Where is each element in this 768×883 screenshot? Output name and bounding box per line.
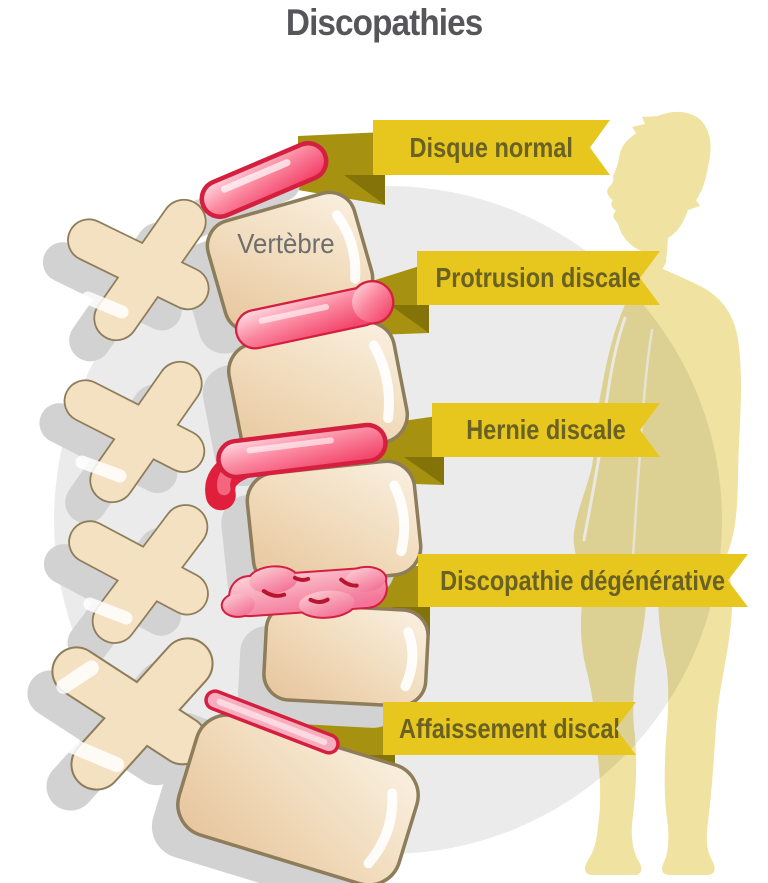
ribbon-hernie-discale: Hernie discale [432,403,660,457]
ribbon-fold-1 [344,175,385,205]
ribbon-fold-2 [390,305,429,333]
disc-normal [199,140,329,220]
ribbon-disque-normal: Disque normal [373,120,610,175]
human-silhouette [573,111,741,875]
spinous-process-4 [45,629,222,798]
spinous-process-1 [60,190,217,350]
disc-collapsed [204,689,340,755]
spinous-process-3 [61,495,217,653]
page-title: Discopathies [285,2,483,43]
disc-hernia [205,422,388,511]
vertebra-4 [262,602,430,708]
arm-seam-back [630,328,654,574]
silhouette-head [607,111,711,277]
discs [199,140,395,755]
ribbon-protrusion-discale: Protrusion discale [417,251,660,305]
ribbon-discopathie-degenerative: Discopathie dégénérative [418,554,748,607]
disc-degenerative [220,565,388,619]
silhouette-right-leg [658,578,733,875]
spinous-process-2 [56,352,213,512]
ribbon-affaissement-discal: Affaissement discal [383,702,636,755]
disc-protrusion [234,280,395,350]
vertebra-label: Vertèbre [237,228,335,259]
ribbon-fold-3 [404,457,444,485]
silhouette-torso [573,262,741,580]
spinous-processes [45,190,222,798]
